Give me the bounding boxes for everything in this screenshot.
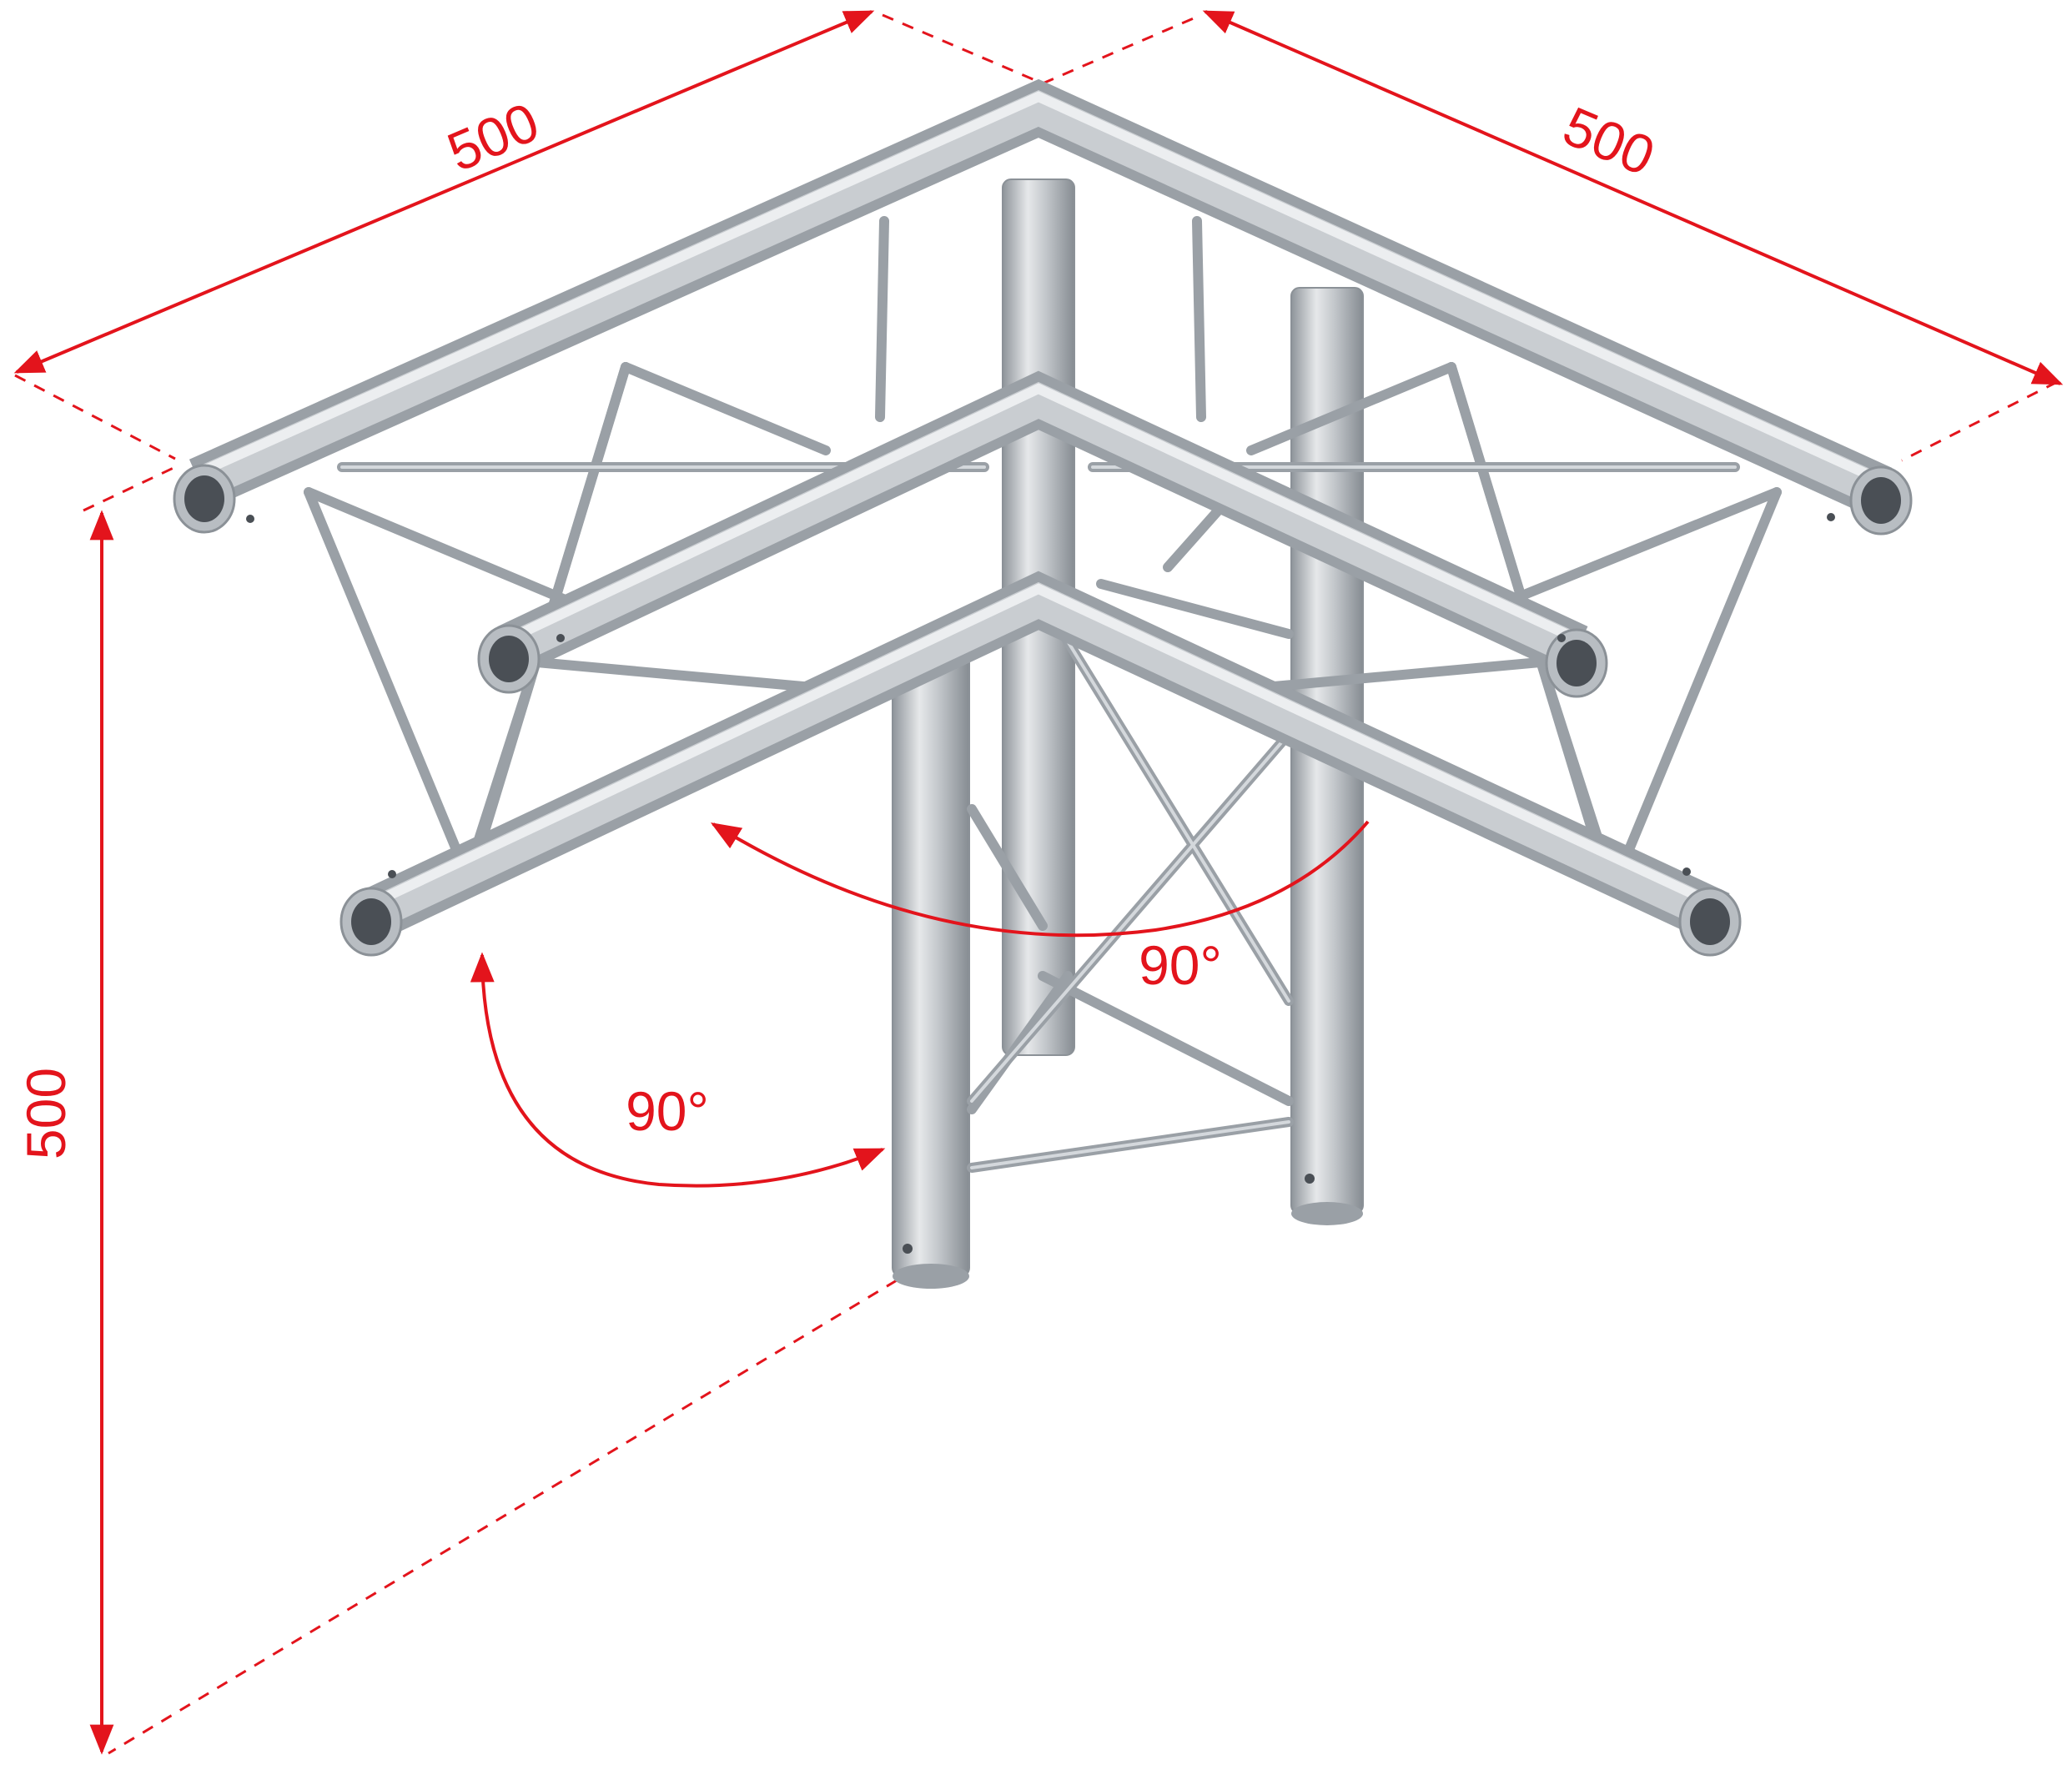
dimension-label-top-left: 500 bbox=[439, 90, 547, 183]
angle-arc-horizontal bbox=[710, 820, 1370, 938]
dimension-label-height: 500 bbox=[15, 1068, 77, 1159]
tube-end-right-top bbox=[1827, 465, 1913, 536]
dimension-line-top-right bbox=[1202, 10, 2064, 385]
angle-arc-vertical bbox=[470, 952, 886, 1188]
tube-end-right-bottom bbox=[1678, 867, 1742, 957]
dimension-labels: 500 500 500 90° 90° bbox=[15, 90, 1663, 1159]
tube-end-left-middle bbox=[477, 624, 565, 694]
truss-braces bbox=[304, 216, 1782, 1173]
tube-end-left-top bbox=[173, 464, 254, 534]
dimension-arrows bbox=[13, 10, 2064, 1755]
front-vertical-tube bbox=[892, 654, 970, 1277]
dimension-label-top-right: 500 bbox=[1555, 94, 1663, 187]
top-front-chord bbox=[497, 370, 1588, 676]
tube-end-left-bottom bbox=[339, 870, 403, 957]
dimension-line-top-left bbox=[13, 10, 875, 374]
angle-label-horizontal: 90° bbox=[1139, 934, 1222, 996]
tube-end-right-middle bbox=[1545, 628, 1608, 698]
extension-lines bbox=[14, 13, 2058, 1755]
bottom-chord bbox=[355, 571, 1730, 943]
angle-label-vertical: 90° bbox=[626, 1080, 709, 1142]
